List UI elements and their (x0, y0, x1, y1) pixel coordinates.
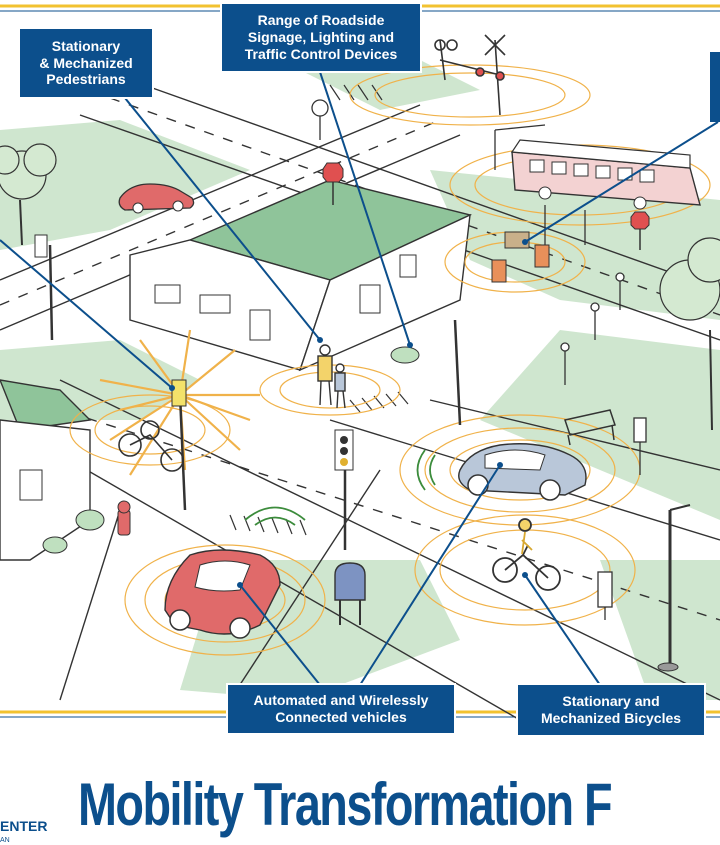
bench-icon (564, 409, 616, 446)
label-vehicles: Automated and Wirelessly Connected vehic… (226, 683, 456, 735)
label-signage: Range of Roadside Signage, Lighting and … (220, 2, 422, 73)
car-icon (118, 183, 195, 214)
traffic-light-icon (34, 234, 691, 672)
left-building (0, 379, 92, 561)
fire-hydrant-icon (117, 500, 131, 536)
label-bicycles-text: Stationary and Mechanized Bicycles (540, 693, 682, 726)
railroad-crossing-icon (434, 34, 506, 116)
bus-icon (510, 139, 701, 210)
signal-burst (99, 329, 260, 476)
center-subtitle-fragment: AN (0, 837, 10, 844)
parking-meters (311, 99, 647, 620)
tree-icon (659, 237, 720, 431)
wifi-arcs (244, 449, 436, 526)
callout-dots (169, 239, 528, 588)
offscreen-callout-box (710, 52, 720, 122)
central-building (129, 179, 473, 372)
label-vehicles-text: Automated and Wirelessly Connected vehic… (253, 692, 429, 725)
label-signage-text: Range of Roadside Signage, Lighting and … (244, 12, 398, 62)
label-pedestrians: Stationary & Mechanized Pedestrians (18, 27, 154, 99)
bus-shelter (494, 124, 586, 245)
page-title: Mobility Transformation F (78, 771, 613, 838)
lawns (0, 60, 720, 700)
pedestrian-icon (317, 344, 346, 409)
stop-sign-icon (322, 162, 650, 250)
bushes (42, 346, 420, 554)
car-icon (458, 443, 587, 501)
mailbox-icon (334, 562, 366, 625)
label-bicycles: Stationary and Mechanized Bicycles (516, 683, 706, 737)
bicycle-icon (118, 420, 184, 472)
label-pedestrians-text: Stationary & Mechanized Pedestrians (39, 37, 133, 88)
center-name-fragment: ENTER (0, 818, 48, 834)
tree-icon (0, 143, 57, 246)
callout-lines (0, 71, 719, 686)
bicycle-icon (492, 518, 561, 591)
car-icon (164, 549, 281, 639)
